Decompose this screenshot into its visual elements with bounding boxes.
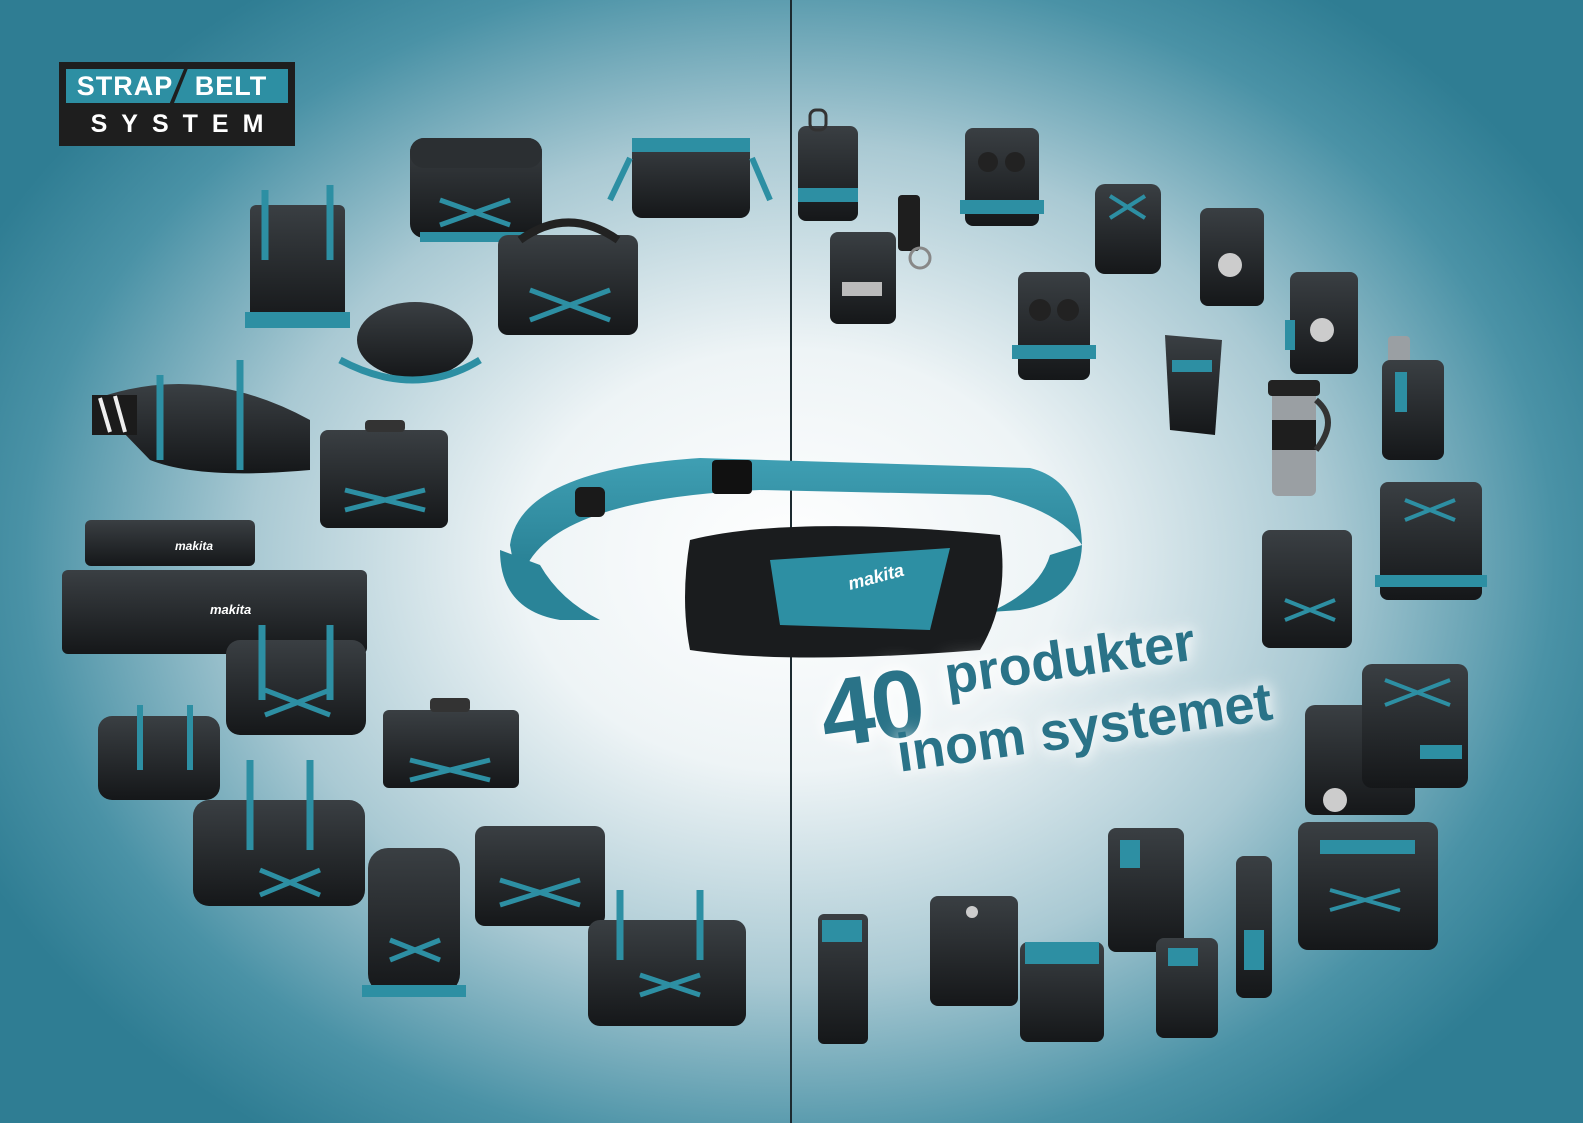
makita-brand-text-1: makita xyxy=(175,539,213,553)
pouch-electrician-small xyxy=(1262,530,1352,648)
pouch-tool-holster xyxy=(1095,184,1161,274)
pouch-screwdriver xyxy=(1108,828,1184,952)
bag-shoulder-compact xyxy=(607,138,773,218)
pouch-knife-holster xyxy=(1165,335,1222,435)
thermos-holder xyxy=(1382,336,1444,460)
bag-open-tote-handle xyxy=(498,218,638,335)
strap-belt-product: makita xyxy=(500,458,1082,658)
logo-system: SYSTEM xyxy=(90,110,278,138)
bag-level-case-short: makita xyxy=(85,520,255,566)
bag-round-bucket xyxy=(338,302,482,384)
pouch-fixing-with-belt xyxy=(1375,482,1487,600)
pouch-drill-holder xyxy=(1012,272,1096,380)
bag-small-tool xyxy=(98,705,220,800)
makita-brand-text-2: makita xyxy=(210,602,251,617)
bag-level-case-long: makita xyxy=(62,570,367,654)
bag-sports-holdall xyxy=(193,760,365,906)
bag-cooler-holdall xyxy=(588,890,746,1026)
bag-duffel-long xyxy=(92,360,310,474)
pouch-fixings xyxy=(930,896,1018,1006)
pouch-nail-holder xyxy=(960,128,1044,226)
travel-mug xyxy=(1268,380,1331,496)
bag-open-tote-large xyxy=(410,138,542,242)
bag-wide-mouth-tool xyxy=(226,625,366,735)
pouch-tool-belt-large xyxy=(1298,822,1438,950)
bag-tool-caddy xyxy=(245,185,350,328)
pouch-knife-small xyxy=(1156,938,1218,1038)
logo-belt: BELT xyxy=(174,69,288,103)
pouch-carpenter-large xyxy=(1362,664,1468,788)
pouch-fixings-teal xyxy=(1020,942,1104,1042)
pouch-drill-holster-tall xyxy=(1236,856,1272,998)
logo-strap: STRAP xyxy=(66,69,184,103)
pouch-phone-small xyxy=(818,914,868,1044)
bag-tool-case xyxy=(320,420,448,528)
bag-hard-toolbox xyxy=(383,698,519,788)
pouch-bit-holder xyxy=(830,232,896,324)
pouch-hammer-holder xyxy=(1200,208,1264,306)
pouch-phone-holder xyxy=(798,108,858,221)
pouch-measuring-tape xyxy=(1285,272,1358,374)
bag-laptop-case xyxy=(475,826,605,926)
bag-rolltop-backpack xyxy=(362,848,466,997)
strap-belt-system-logo: STRAP BELT SYSTEM xyxy=(59,62,295,146)
tape-loop-holder xyxy=(898,195,932,270)
